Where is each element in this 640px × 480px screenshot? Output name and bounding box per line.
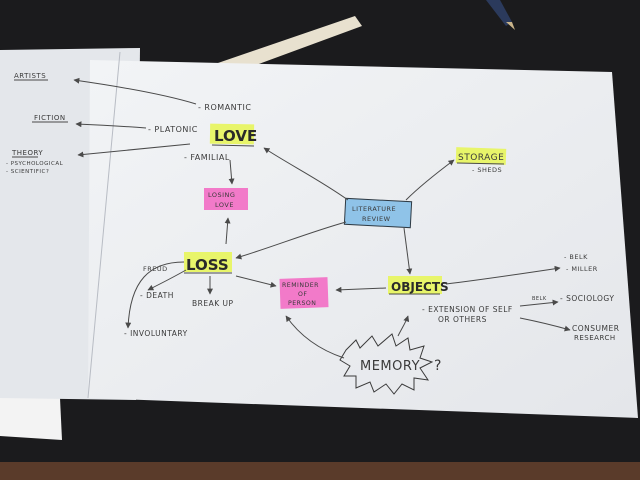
artists-text: ARTISTS (14, 72, 46, 80)
psychological-text: - PSYCHOLOGICAL (6, 161, 64, 167)
wooden-edge (0, 462, 640, 480)
romantic-text: - ROMANTIC (198, 103, 251, 112)
extension-text-2: OR OTHERS (438, 315, 487, 324)
memory-question: ? (434, 358, 442, 374)
loss-text: LOSS (186, 256, 229, 274)
losing-love-text-2: LOVE (215, 201, 234, 209)
freud-text: FREUD (143, 265, 168, 273)
fiction-text: FICTION (34, 114, 66, 122)
losing-love-text-1: LOSING (208, 191, 235, 199)
literature-review-text-1: LITERATURE (352, 205, 396, 213)
objects-text: OBJECTS (391, 280, 449, 294)
theory-text: THEORY (11, 149, 43, 157)
miller-text: - MILLER (566, 265, 598, 273)
literature-review-text-2: REVIEW (362, 215, 391, 223)
reminder-text-3: PERSON (288, 300, 316, 307)
memory-text: MEMORY (360, 359, 420, 374)
death-text: - DEATH (140, 291, 174, 300)
consumer-text-2: RESEARCH (574, 334, 616, 342)
scientific-text: - SCIENTIFIC? (6, 169, 49, 175)
consumer-text-1: CONSUMER (572, 324, 619, 333)
platonic-text: - PLATONIC (148, 125, 198, 134)
involuntary-text: - INVOLUNTARY (124, 329, 188, 338)
break-up-text: BREAK UP (192, 299, 234, 308)
storage-text: STORAGE (458, 153, 504, 163)
familial-text: - FAMILIAL (184, 153, 230, 162)
sheds-text: - SHEDS (472, 166, 502, 174)
reminder-text-1: REMINDER (282, 282, 319, 289)
notebook-cover (0, 392, 62, 440)
belk-small-text: BELK (532, 296, 547, 302)
sociology-text: - SOCIOLOGY (560, 294, 614, 303)
love-text: LOVE (214, 127, 257, 145)
literature-review-box (344, 198, 411, 227)
belk-text: - BELK (564, 253, 588, 261)
reminder-text-2: OF (298, 291, 307, 298)
extension-text-1: - EXTENSION OF SELF (422, 305, 513, 314)
